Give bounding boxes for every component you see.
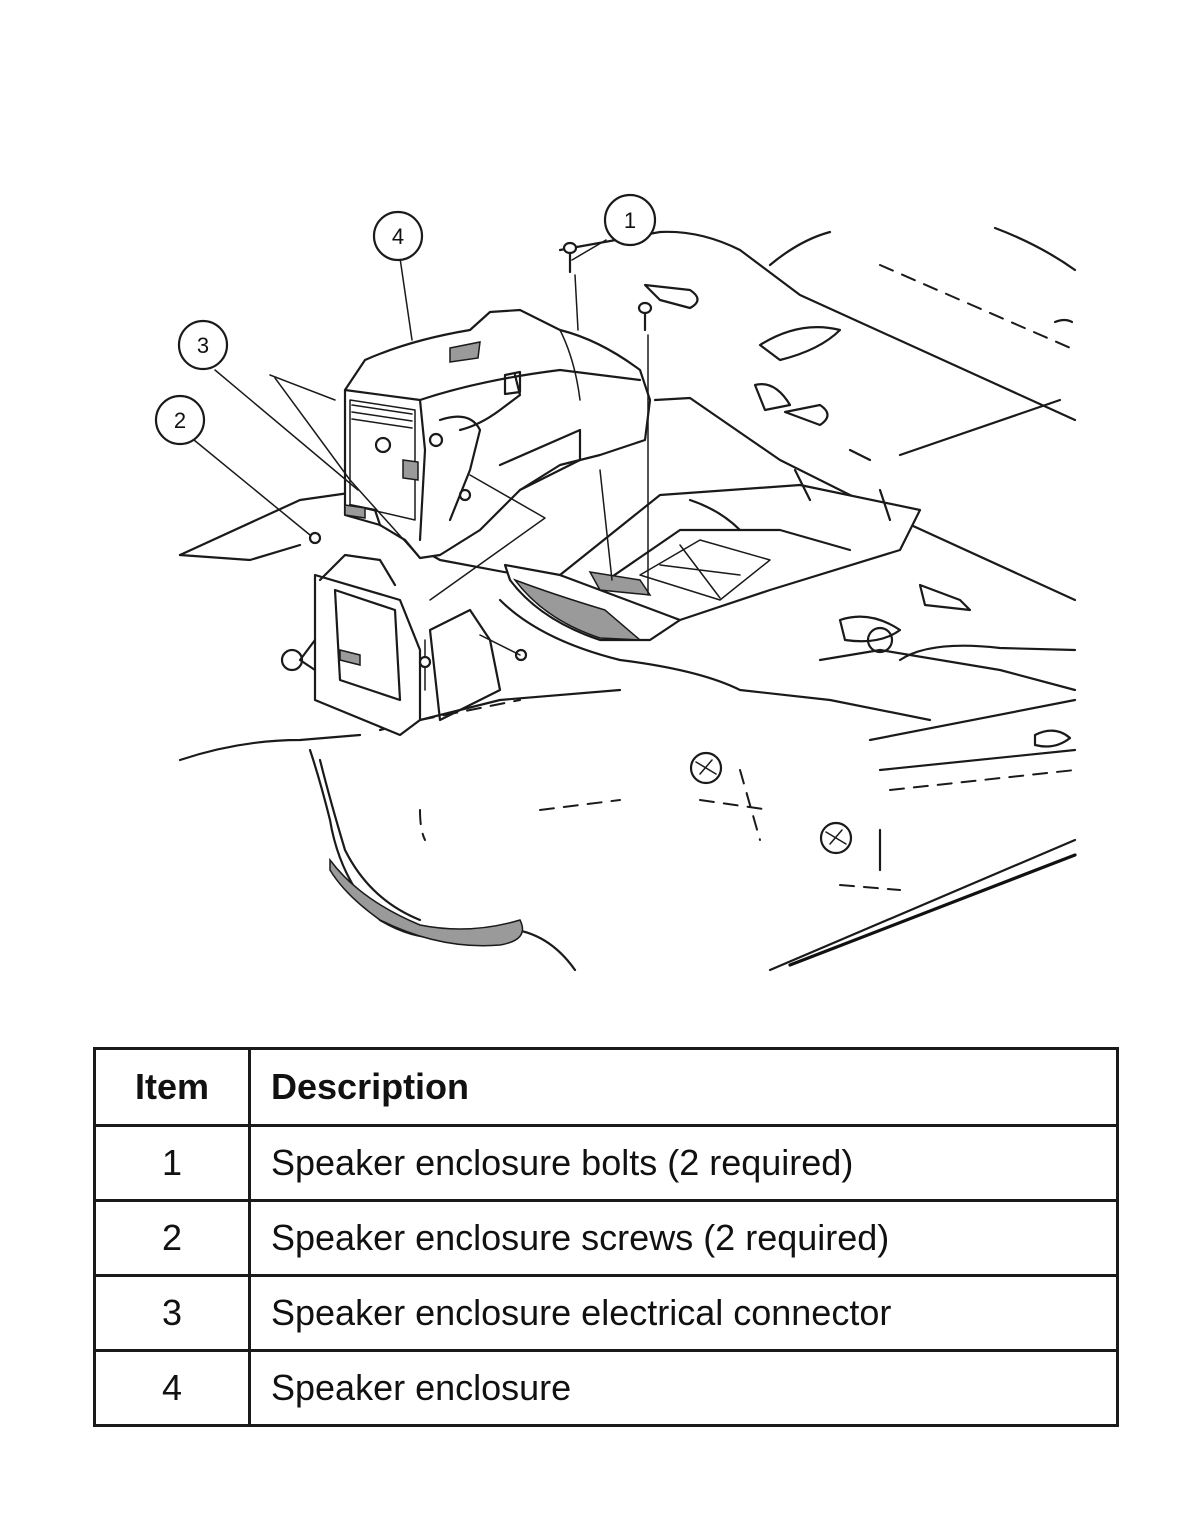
callout-1: 1 xyxy=(603,193,657,247)
item-number: 1 xyxy=(93,1124,251,1202)
fasteners xyxy=(308,241,653,662)
leader-lines xyxy=(193,239,649,656)
item-number: 4 xyxy=(93,1349,251,1427)
table-row: 2 Speaker enclosure screws (2 required) xyxy=(93,1199,1119,1277)
header-description: Description xyxy=(248,1047,1119,1127)
table-row: 3 Speaker enclosure electrical connector xyxy=(93,1274,1119,1352)
parts-legend-table: Item Description 1 Speaker enclosure bol… xyxy=(93,1047,1119,1427)
item-description: Speaker enclosure electrical connector xyxy=(248,1274,1119,1352)
callout-2: 2 xyxy=(154,394,206,446)
callout-4: 4 xyxy=(372,210,424,262)
exploded-diagram: 1 2 3 4 xyxy=(154,193,1077,972)
callout-label: 4 xyxy=(392,224,404,249)
floor-pan xyxy=(178,226,1077,972)
table-row: 4 Speaker enclosure xyxy=(93,1349,1119,1427)
table-header-row: Item Description xyxy=(93,1047,1119,1127)
item-number: 2 xyxy=(93,1199,251,1277)
item-description: Speaker enclosure xyxy=(248,1349,1119,1427)
callout-3: 3 xyxy=(177,319,229,371)
item-description: Speaker enclosure bolts (2 required) xyxy=(248,1124,1119,1202)
callout-label: 2 xyxy=(174,408,186,433)
table-row: 1 Speaker enclosure bolts (2 required) xyxy=(93,1124,1119,1202)
header-item: Item xyxy=(93,1047,251,1127)
mounting-bracket xyxy=(298,553,502,737)
console-mount xyxy=(503,448,972,654)
speaker-enclosure xyxy=(343,308,652,560)
item-description: Speaker enclosure screws (2 required) xyxy=(248,1199,1119,1277)
callout-label: 1 xyxy=(624,208,636,233)
callout-label: 3 xyxy=(197,333,209,358)
item-number: 3 xyxy=(93,1274,251,1352)
